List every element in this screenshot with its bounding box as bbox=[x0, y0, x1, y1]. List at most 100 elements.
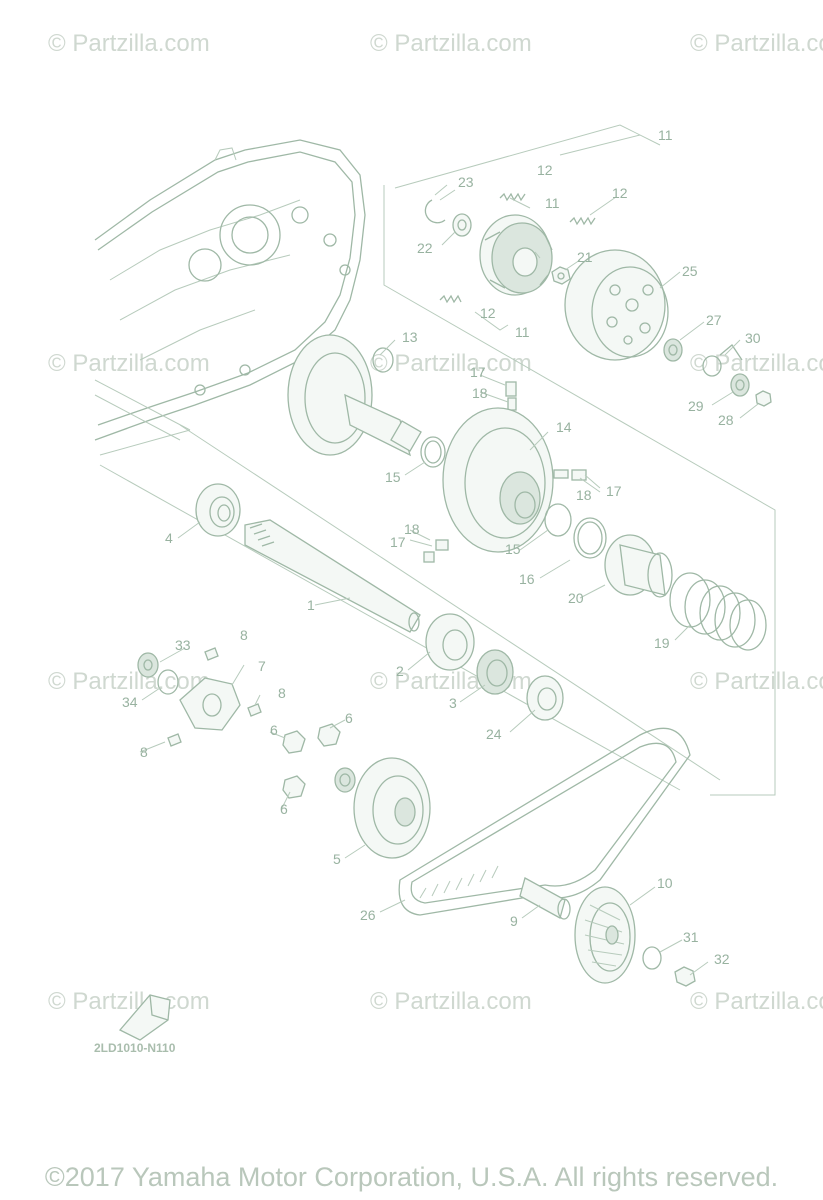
callout-4: 4 bbox=[165, 530, 173, 546]
crankcase-cover bbox=[94, 139, 366, 441]
part-3-oil-seal bbox=[476, 649, 514, 695]
callout-16: 16 bbox=[519, 571, 535, 587]
callout-8c: 8 bbox=[140, 744, 148, 760]
part-2-bearing bbox=[425, 613, 475, 671]
part-12-springs bbox=[439, 192, 596, 304]
callout-10: 10 bbox=[657, 875, 673, 891]
part-23-circlip bbox=[424, 189, 456, 224]
part-17-18-guide-pins bbox=[423, 381, 587, 563]
part-28-nut bbox=[755, 390, 772, 407]
part-13-secondary-sheave bbox=[287, 334, 422, 457]
callout-21: 21 bbox=[577, 249, 593, 265]
callout-8b: 8 bbox=[278, 685, 286, 701]
callout-12a: 12 bbox=[537, 162, 553, 178]
part-29-gear bbox=[730, 373, 750, 397]
part-15-o-ring bbox=[420, 436, 446, 468]
part-20-collar bbox=[604, 534, 673, 598]
part-5-primary-sheave bbox=[353, 757, 431, 859]
callout-6a: 6 bbox=[270, 722, 278, 738]
callout-9: 9 bbox=[510, 913, 518, 929]
callout-13: 13 bbox=[402, 329, 418, 345]
part-4-bearing bbox=[195, 483, 241, 537]
part-27-seal bbox=[663, 338, 683, 362]
callout-7: 7 bbox=[258, 658, 266, 674]
reference-frame bbox=[99, 124, 776, 796]
leader-lines bbox=[139, 184, 759, 976]
callout-8a: 8 bbox=[240, 627, 248, 643]
part-33-washer bbox=[137, 652, 159, 678]
watermark: © Partzilla.com bbox=[690, 350, 823, 377]
callout-5: 5 bbox=[333, 851, 341, 867]
callout-12b: 12 bbox=[612, 185, 628, 201]
callout-12c: 12 bbox=[480, 305, 496, 321]
part-14-sliding-sheave bbox=[442, 407, 554, 553]
part-9-collar bbox=[519, 877, 571, 920]
callout-3: 3 bbox=[449, 695, 457, 711]
part-26-v-belt bbox=[398, 727, 691, 916]
callout-numbers: 1 2 3 4 5 6 6 6 7 8 8 8 9 10 11 11 11 12… bbox=[122, 127, 761, 967]
callout-2: 2 bbox=[396, 663, 404, 679]
part-34-o-ring bbox=[157, 669, 179, 695]
watermark: © Partzilla.com bbox=[370, 30, 532, 57]
watermark: © Partzilla.com bbox=[48, 988, 210, 1015]
callout-33: 33 bbox=[175, 637, 191, 653]
callout-30: 30 bbox=[745, 330, 761, 346]
diagram-code: 2LD1010-N110 bbox=[94, 1041, 176, 1055]
callout-23: 23 bbox=[458, 174, 474, 190]
callout-27: 27 bbox=[706, 312, 722, 328]
part-25-clutch-housing bbox=[564, 249, 669, 361]
part-8-sliders bbox=[167, 647, 262, 747]
watermark: © Partzilla.com bbox=[690, 30, 823, 57]
part-19-spring bbox=[669, 572, 767, 651]
part-1-primary-shaft bbox=[244, 519, 421, 633]
callout-22: 22 bbox=[417, 240, 433, 256]
callout-1: 1 bbox=[307, 597, 315, 613]
callout-6b: 6 bbox=[345, 710, 353, 726]
part-32-nut bbox=[674, 966, 696, 987]
callout-19: 19 bbox=[654, 635, 670, 651]
watermark: © Partzilla.com bbox=[690, 668, 823, 695]
callout-32: 32 bbox=[714, 951, 730, 967]
callout-17a: 17 bbox=[470, 364, 486, 380]
part-24-bearing bbox=[526, 675, 564, 721]
part-11-clutch-carrier bbox=[479, 214, 553, 296]
part-collar bbox=[334, 767, 356, 793]
part-16-seal bbox=[573, 517, 607, 559]
callout-26: 26 bbox=[360, 907, 376, 923]
watermark: © Partzilla.com bbox=[690, 988, 823, 1015]
part-31-washer bbox=[642, 946, 662, 970]
callout-34: 34 bbox=[122, 694, 138, 710]
watermark: © Partzilla.com bbox=[48, 350, 210, 377]
callout-20: 20 bbox=[568, 590, 584, 606]
callout-25: 25 bbox=[682, 263, 698, 279]
front-arrow-icon bbox=[118, 994, 171, 1041]
part-10-fan-sheave bbox=[574, 886, 636, 984]
callout-28: 28 bbox=[718, 412, 734, 428]
callout-24: 24 bbox=[486, 726, 502, 742]
part-15-o-ring-lower bbox=[544, 503, 572, 537]
callout-15a: 15 bbox=[385, 469, 401, 485]
copyright-notice: ©2017 Yamaha Motor Corporation, U.S.A. A… bbox=[44, 1162, 779, 1192]
part-7-cam bbox=[179, 677, 241, 731]
callout-17c: 17 bbox=[390, 534, 406, 550]
callout-11b: 11 bbox=[545, 195, 560, 211]
watermark: © Partzilla.com bbox=[48, 668, 210, 695]
callout-14: 14 bbox=[556, 419, 572, 435]
part-6-weights bbox=[282, 723, 341, 799]
callout-31: 31 bbox=[683, 929, 699, 945]
callout-11a: 11 bbox=[658, 127, 673, 143]
watermark: © Partzilla.com bbox=[48, 30, 210, 57]
callout-6c: 6 bbox=[280, 801, 288, 817]
callout-29: 29 bbox=[688, 398, 704, 414]
part-22-washer bbox=[452, 213, 472, 237]
callout-11c: 11 bbox=[515, 324, 530, 340]
callout-18a: 18 bbox=[472, 385, 488, 401]
part-21-nut bbox=[551, 266, 571, 285]
watermark: © Partzilla.com bbox=[370, 988, 532, 1015]
callout-18c: 18 bbox=[404, 521, 420, 537]
part-30-washer bbox=[702, 344, 743, 377]
callout-15b: 15 bbox=[505, 541, 521, 557]
callout-17b: 17 bbox=[606, 483, 622, 499]
